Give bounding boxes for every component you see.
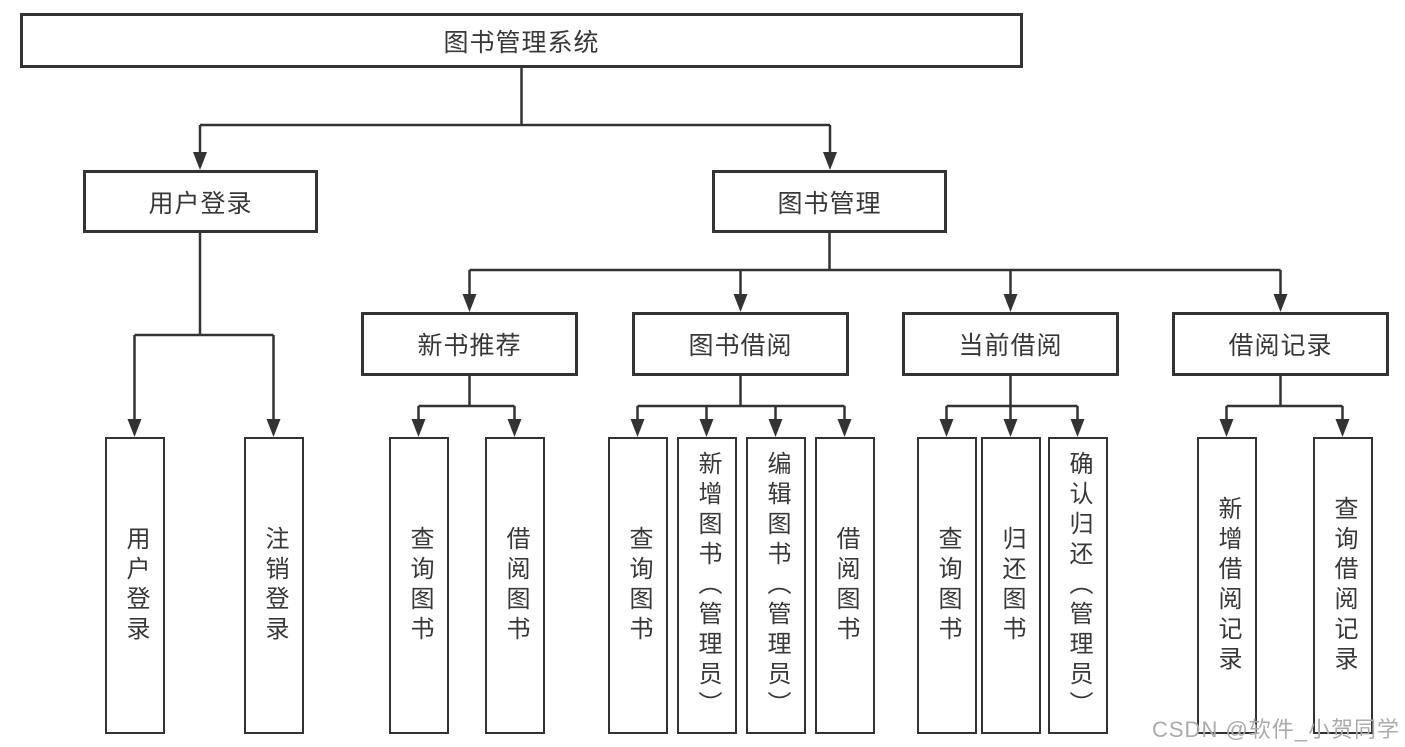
node-new-book-recommend: 新书推荐 — [361, 312, 578, 376]
leaf-add-borrow-record: 新增借阅记录 — [1197, 437, 1257, 734]
leaf-logout-login: 注销登录 — [244, 437, 304, 734]
leaf-confirm-return-admin: 确认归还（管理员） — [1048, 437, 1108, 734]
leaf-borrow-books: 借阅图书 — [815, 437, 875, 734]
leaf-add-books-admin: 新增图书（管理员） — [677, 437, 737, 734]
connector-paths — [133, 68, 1344, 420]
node-user-login: 用户登录 — [83, 170, 318, 233]
node-library-management-system: 图书管理系统 — [20, 13, 1023, 68]
node-book-management: 图书管理 — [712, 170, 947, 233]
watermark: CSDN @软件_小贺同学 — [1152, 717, 1401, 742]
leaf-query-books: 查询图书 — [917, 437, 977, 734]
leaf-borrow-books: 借阅图书 — [485, 437, 545, 734]
leaf-user-login: 用户登录 — [105, 437, 165, 734]
leaf-query-books: 查询图书 — [608, 437, 668, 734]
arrowheads — [127, 152, 1350, 437]
leaf-query-books: 查询图书 — [389, 437, 449, 734]
leaf-return-books: 归还图书 — [981, 437, 1041, 734]
leaf-edit-books-admin: 编辑图书（管理员） — [746, 437, 806, 734]
leaf-query-borrow-record: 查询借阅记录 — [1313, 437, 1373, 734]
node-book-borrow: 图书借阅 — [632, 312, 849, 376]
node-current-borrow: 当前借阅 — [902, 312, 1119, 376]
node-borrow-records: 借阅记录 — [1172, 312, 1389, 376]
